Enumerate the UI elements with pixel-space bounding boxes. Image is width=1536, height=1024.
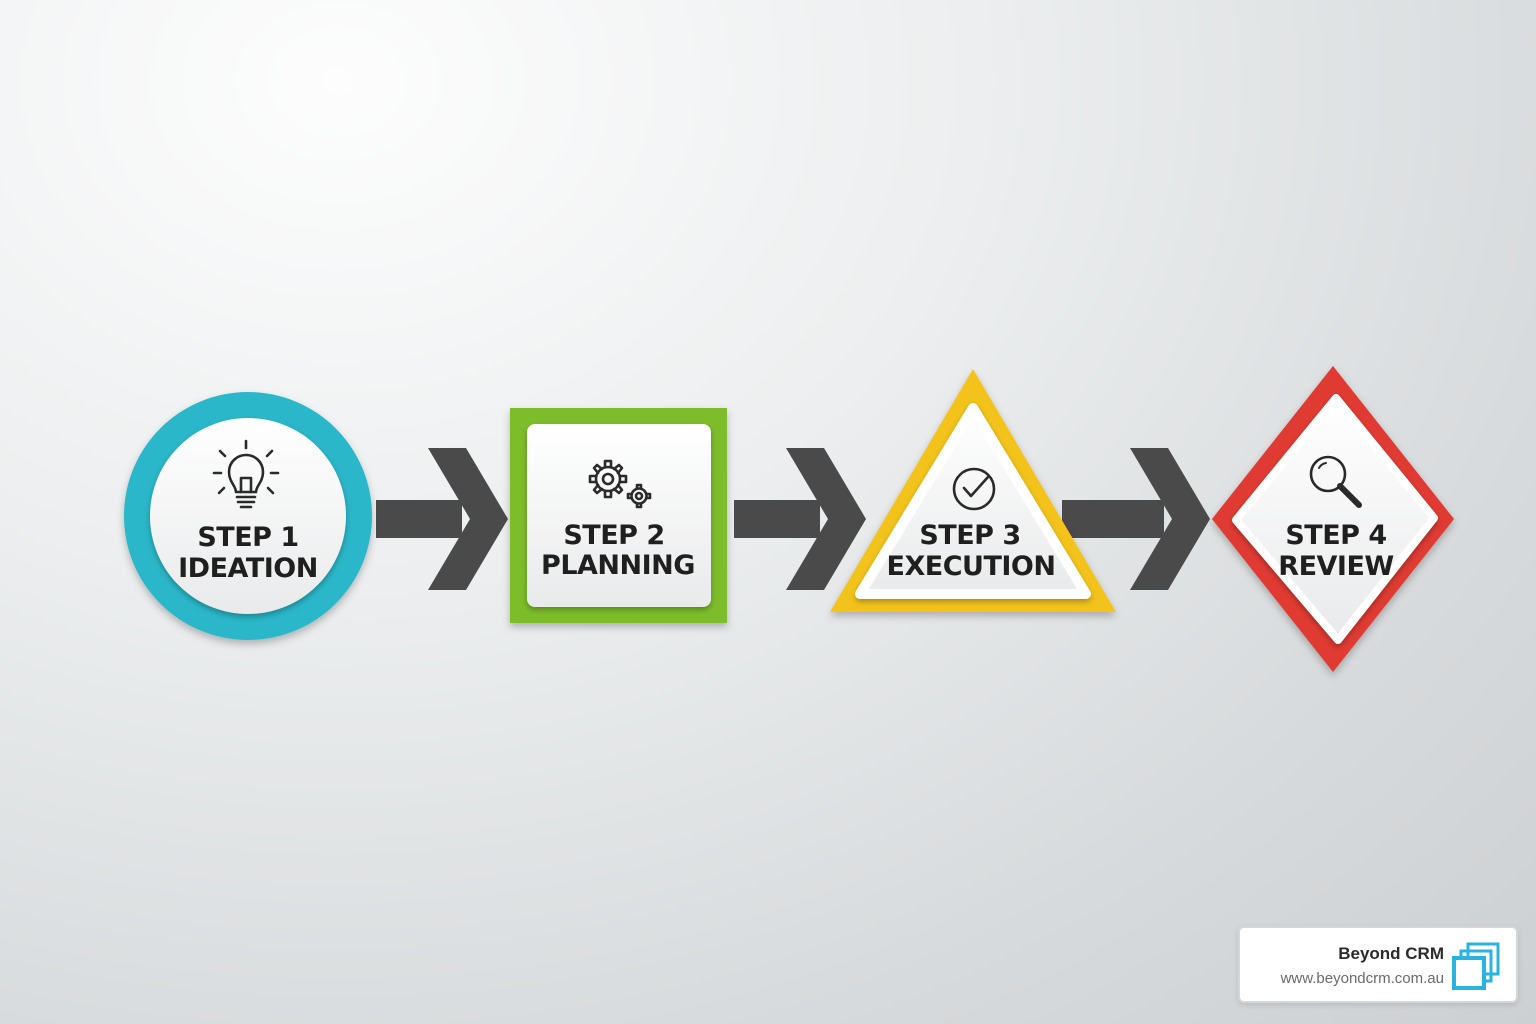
step-1-ideation: STEP 1 IDEATION [124, 392, 372, 640]
connector-arrow-3 [1062, 448, 1210, 590]
step-4-title: STEP 4 [1285, 520, 1386, 551]
brand-name: Beyond CRM [1338, 944, 1444, 963]
step-2-planning: STEP 2 PLANNING [510, 408, 727, 623]
checkmark-circle-icon [952, 467, 996, 511]
connector-arrow-1 [376, 448, 508, 590]
step-4-review: STEP 4 REVIEW [1212, 366, 1454, 672]
step-1-name: IDEATION [178, 553, 318, 584]
brand-badge[interactable]: Beyond CRM www.beyondcrm.com.au [1238, 926, 1518, 1003]
gears-icon [588, 459, 652, 509]
step-4-name: REVIEW [1278, 551, 1393, 582]
step-1-face [150, 418, 346, 614]
brand-url[interactable]: www.beyondcrm.com.au [1280, 970, 1444, 987]
step-3-title: STEP 3 [919, 520, 1020, 551]
step-3-name: EXECUTION [887, 551, 1056, 582]
step-3-execution: STEP 3 EXECUTION [830, 369, 1116, 612]
stacked-squares-logo-icon [1452, 942, 1500, 990]
step-2-name: PLANNING [541, 550, 695, 581]
magnifier-icon [1309, 455, 1362, 508]
connector-arrow-2 [734, 448, 866, 590]
step-4-face [1232, 394, 1438, 644]
step-2-title: STEP 2 [563, 520, 664, 551]
step-1-title: STEP 1 [197, 522, 298, 553]
step-2-face [527, 424, 711, 607]
step-3-face [855, 403, 1091, 599]
lightbulb-icon [212, 439, 280, 509]
